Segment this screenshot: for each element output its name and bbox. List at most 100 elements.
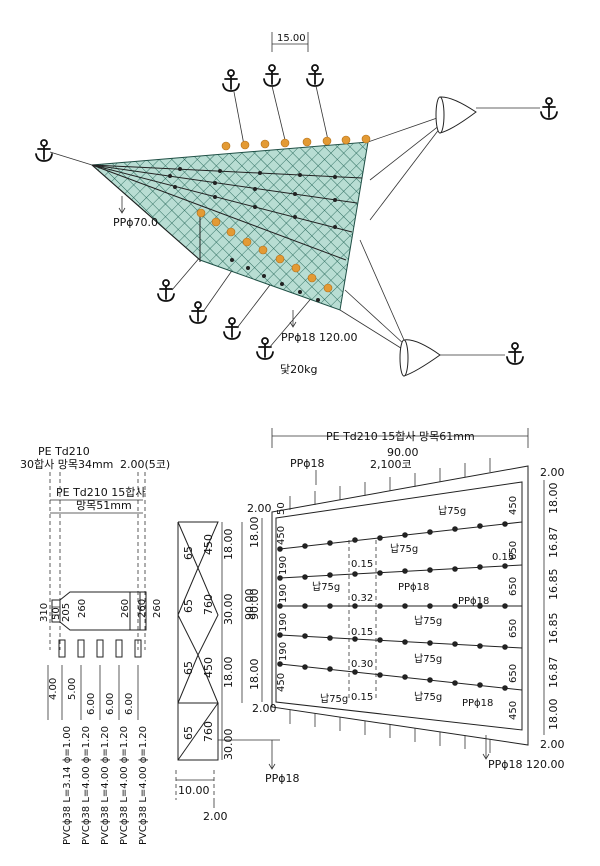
right-dim-3: 16.85 (547, 569, 560, 601)
mesh34-label: 30합사 망목34mm (20, 458, 113, 471)
row-pp18-1: PPϕ18 (398, 582, 429, 593)
span-1: 0.15 (351, 559, 373, 570)
conical-buoy-lower (399, 339, 441, 377)
anchor-icon (306, 64, 324, 87)
pe-td210-label: PE Td210 (38, 445, 90, 458)
pvc-label-1: PVCϕ38 L=3.14 ϕ=1.00 (62, 726, 73, 845)
dim-18-1: 18.00 (222, 529, 235, 561)
d200-tl: 2.00 (247, 502, 272, 515)
dim-30-1: 30.00 (222, 594, 235, 626)
pvc-pipes (47, 639, 142, 720)
net-end-detail: PE Td210 30합사 망목34mm 2.00(5코) PE Td210 1… (20, 445, 170, 845)
val-450-1: 450 (202, 534, 215, 555)
pp18-label: PPϕ18 120.00 (281, 331, 358, 344)
spacing-label: 15.00 (277, 33, 306, 44)
row-left-6: 450 (276, 673, 287, 692)
row-right-3: 650 (508, 577, 519, 596)
cell-65-3: 65 (182, 661, 195, 675)
right-pp18-top: PPϕ18 (290, 457, 325, 470)
pe15-label: PE Td210 15합사 (56, 486, 146, 499)
anchor-icon (189, 301, 207, 324)
mid-pp18-label: PPϕ18 (265, 772, 300, 785)
anchor-icon (223, 317, 241, 340)
w1000-label: 10.00 (178, 784, 210, 797)
pp70-label: PPϕ70.0 (113, 216, 158, 229)
anchor-icon (263, 64, 281, 87)
w200-label: 2.00 (203, 810, 228, 823)
right-dim-5: 16.87 (547, 657, 560, 689)
v260b-label: 260 (120, 599, 131, 618)
v205-label: 205 (61, 603, 72, 622)
top-ticks (289, 458, 491, 753)
v260d-label: 260 (152, 599, 163, 618)
right-top-label: PE Td210 15합사 망목61mm (326, 430, 475, 443)
right-pp18-bottom: PPϕ18 120.00 (488, 758, 565, 771)
row-right-2: 650 (508, 541, 519, 560)
total-90-label: 90.00 (243, 589, 256, 621)
row-left-3: 190 (278, 584, 289, 603)
five-ko-label: 2.00(5코) (120, 458, 170, 471)
row-left-4: 190 (278, 613, 289, 632)
right-v50: 50 (276, 502, 287, 515)
rope-dots (168, 167, 337, 302)
conical-buoy-upper (435, 96, 477, 134)
row-pp18-3: PPϕ18 (462, 698, 493, 709)
span-2: 0.32 (351, 593, 373, 604)
mesh51-label: 망목51mm (76, 499, 132, 512)
dim600a-label: 6.00 (86, 693, 97, 715)
anchor-icon (256, 337, 274, 360)
anchor-icon (540, 97, 558, 120)
side-panel-detail: 65 65 65 65 450 760 450 760 18.00 30.00 … (175, 521, 300, 823)
row-right-1: 450 (508, 496, 519, 515)
rope-rows (277, 521, 523, 691)
lead-3: 납75g (312, 581, 340, 593)
ko2100-label: 2,100코 (370, 458, 412, 471)
right-dim-6: 18.00 (547, 699, 560, 731)
pvc-label-3: PVCϕ38 L=4.00 ϕ=1.20 (100, 726, 111, 845)
row-right-6: 450 (508, 701, 519, 720)
pvc-label-5: PVCϕ38 L=4.00 ϕ=1.20 (138, 726, 149, 845)
w90-label: 90.00 (387, 446, 419, 459)
cell-65-2: 65 (182, 599, 195, 613)
right-dim-2: 16.87 (547, 527, 560, 559)
v260a-label: 260 (77, 599, 88, 618)
anchor-icon (506, 342, 524, 365)
dim400-label: 4.00 (48, 678, 59, 700)
cell-65-4: 65 (182, 726, 195, 740)
lead-4: 납75g (414, 615, 442, 627)
anchor-icon (157, 279, 175, 302)
right-dim-4: 16.85 (547, 613, 560, 645)
net-inner-ropes (91, 164, 363, 262)
right-left-dim-3: 18.00 (248, 659, 261, 691)
v50-label: 50 (51, 607, 62, 620)
lead-2: 납75g (390, 543, 418, 555)
pvc-label-4: PVCϕ38 L=4.00 ϕ=1.20 (119, 726, 130, 845)
row-left-1: 450 (276, 526, 287, 545)
d200-br: 2.00 (540, 738, 565, 751)
lead-1: 납75g (438, 505, 466, 517)
row-left-2: 190 (278, 556, 289, 575)
span-3: 0.15 (351, 627, 373, 638)
main-net-panel: PE Td210 15합사 망목61mm PPϕ18 90.00 2,100코 (247, 428, 565, 771)
val-450-2: 450 (202, 657, 215, 678)
right-dim-1: 18.00 (547, 483, 560, 515)
anchor-icon (35, 139, 53, 162)
lead-7: 납75g (320, 693, 348, 705)
right-left-dim-1: 18.00 (248, 517, 261, 549)
anchor-spacing-dimension: 15.00 (271, 32, 309, 52)
v260c-label: 260 (137, 599, 148, 618)
span-4: 0.30 (351, 659, 373, 670)
dim600b-label: 6.00 (105, 693, 116, 715)
row-left-5: 190 (278, 642, 289, 661)
float-buoys (196, 134, 371, 293)
dim-30-2: 30.00 (222, 729, 235, 761)
lead-5: 납75g (414, 653, 442, 665)
d200-bl: 2.00 (252, 702, 277, 715)
row-right-5: 650 (508, 664, 519, 683)
right-span: 0.15 (492, 552, 514, 563)
row-right-4: 650 (508, 619, 519, 638)
row-pp18-2: PPϕ18 (458, 596, 489, 607)
d200-tr: 2.00 (540, 466, 565, 479)
anchor-icon (222, 69, 240, 92)
